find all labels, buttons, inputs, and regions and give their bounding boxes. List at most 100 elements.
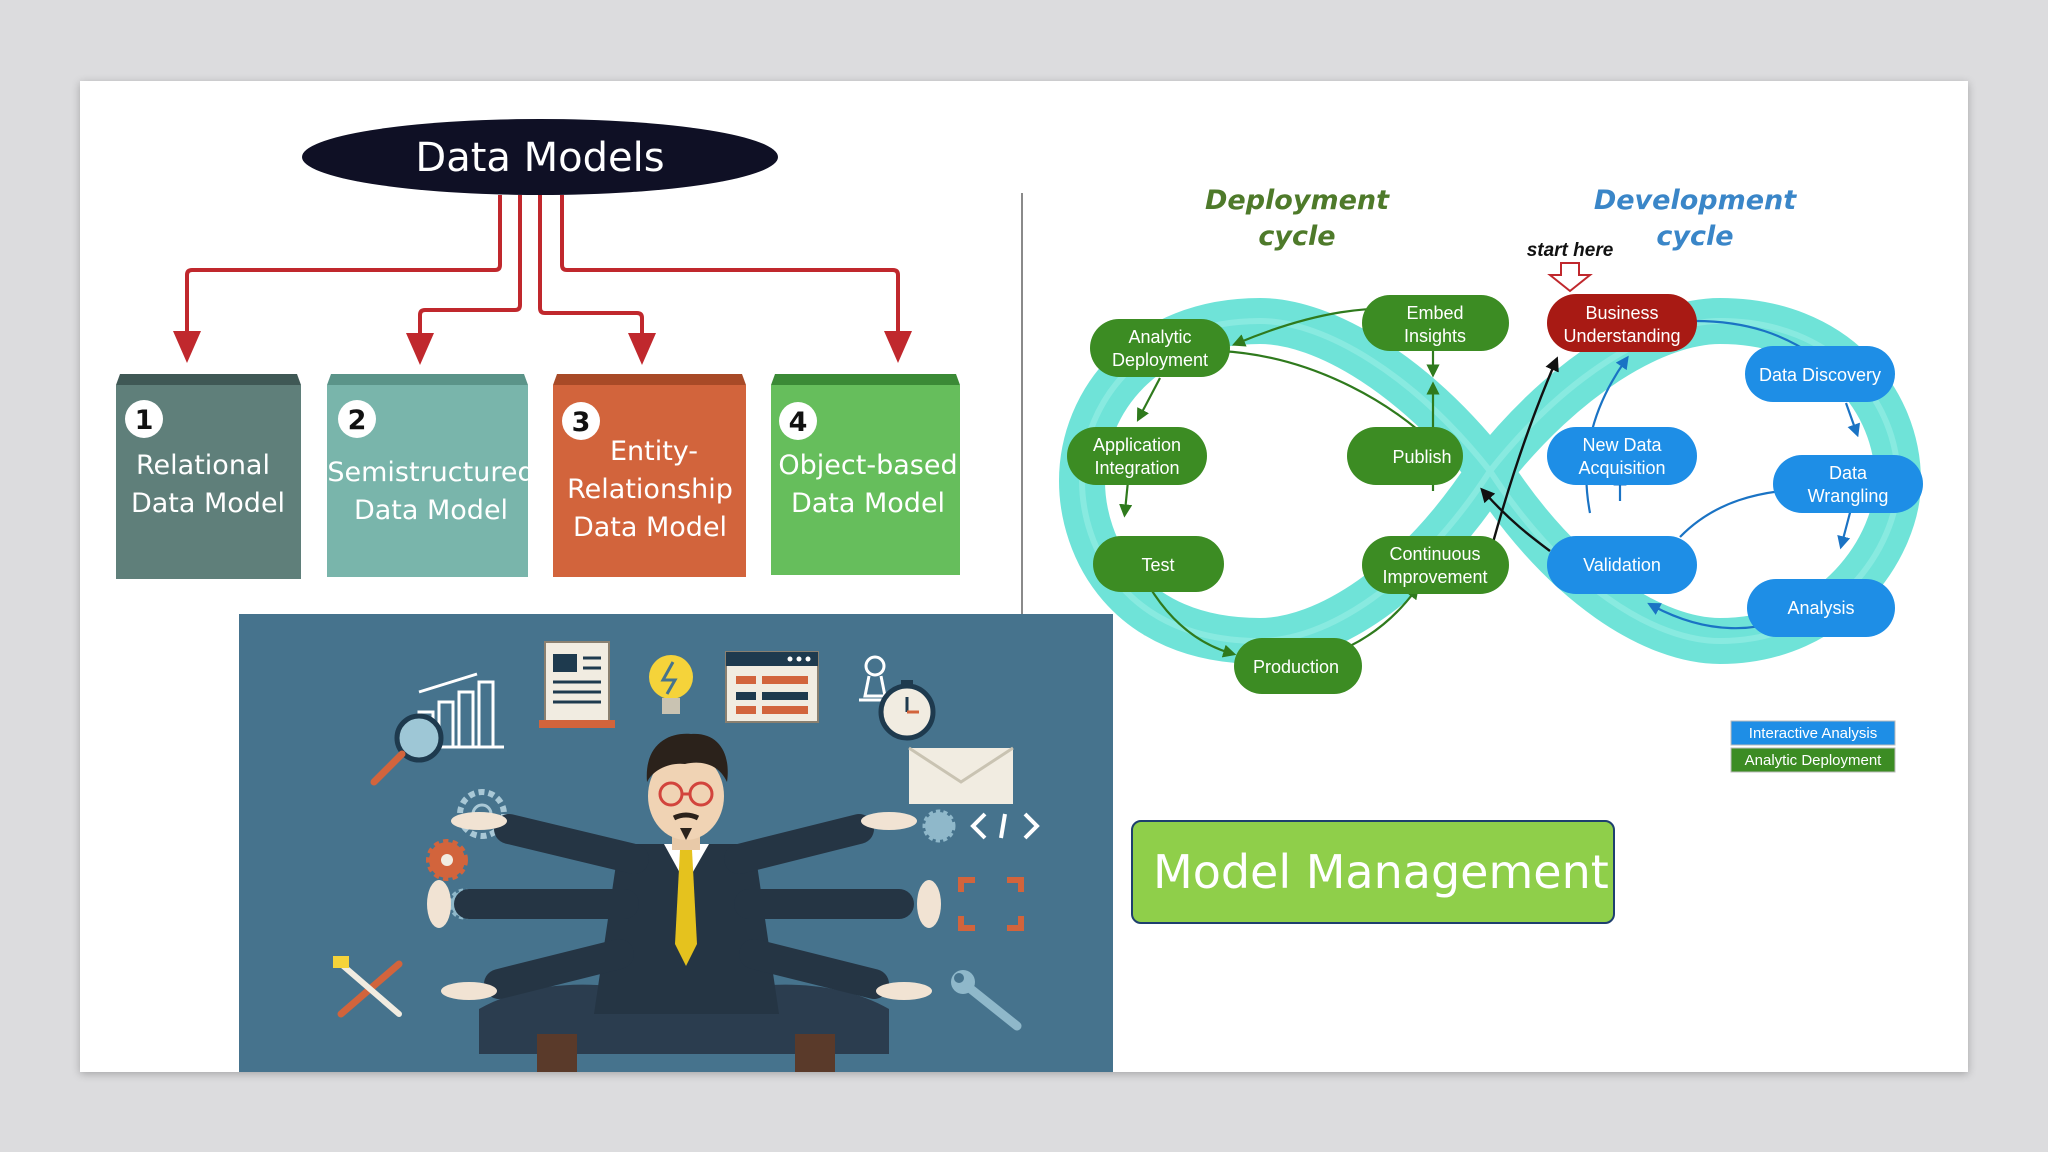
businessman-figure: [427, 733, 941, 1072]
legend-analytic-deployment: Analytic Deployment: [1745, 752, 1883, 769]
node-label: Publish: [1392, 447, 1451, 467]
node-label: New Data: [1582, 435, 1662, 455]
badge-number: 3: [572, 407, 591, 438]
gear-icon: [426, 839, 468, 881]
start-here-arrow-icon: [1547, 262, 1593, 293]
arrow-head: [628, 333, 656, 365]
node-label: Validation: [1583, 555, 1661, 575]
data-model-box-3: 3 Entity- Relationship Data Model: [553, 374, 746, 577]
node-new-data-acquisition: New Data Acquisition: [1547, 427, 1697, 485]
node-label: Wrangling: [1808, 486, 1889, 506]
newspaper-icon: [539, 641, 615, 728]
node-analysis: Analysis: [1747, 579, 1895, 637]
transition-arrows: [1480, 356, 1559, 552]
node-embed-insights: Embed Insights: [1362, 295, 1509, 351]
node-test: Test: [1093, 536, 1224, 592]
box-label: Data Model: [131, 488, 285, 519]
node-pill: [1093, 536, 1224, 592]
tools-icon: [333, 956, 403, 1018]
node-label: Acquisition: [1578, 458, 1665, 478]
node-validation: Validation: [1547, 536, 1697, 594]
badge-number: 2: [348, 405, 367, 436]
wrench-icon: [951, 970, 1022, 1031]
development-cycle-title: cycle: [1656, 221, 1733, 252]
box-label: Object-based: [778, 450, 957, 481]
node-label: Understanding: [1563, 326, 1680, 346]
hands: [427, 812, 941, 1000]
node-label: Integration: [1094, 458, 1179, 478]
node-label: Test: [1141, 555, 1174, 575]
slide: Data Models 1 Relational Data Model: [80, 81, 1968, 1072]
data-models-diagram: Data Models 1 Relational Data Model: [116, 119, 960, 579]
node-pill: [1547, 294, 1697, 352]
data-models-title: Data Models: [415, 135, 664, 181]
node-pill: [1747, 579, 1895, 637]
node-pill: [1547, 536, 1697, 594]
legend-interactive-analysis: Interactive Analysis: [1749, 725, 1877, 742]
code-icon: [970, 812, 1040, 840]
node-data-wrangling: Data Wrangling: [1773, 455, 1923, 513]
browser-window-icon: [725, 651, 819, 723]
node-pill: [1090, 319, 1230, 377]
vertical-divider: [1021, 193, 1023, 618]
node-label: Application: [1093, 435, 1181, 455]
data-models-title-ellipse: [302, 119, 778, 195]
model-management-label: Model Management: [1131, 820, 1615, 924]
number-badge: [125, 400, 163, 438]
data-model-box-4: 4 Object-based Data Model: [771, 374, 960, 575]
node-pill: [1234, 638, 1362, 694]
node-label: Production: [1253, 657, 1339, 677]
stopwatch-icon: [878, 680, 936, 741]
node-pill: [1347, 427, 1463, 485]
node-pill: [1362, 295, 1509, 351]
badge-number: 4: [789, 407, 808, 438]
node-pill: [1745, 346, 1895, 402]
box-label: Data Model: [791, 488, 945, 519]
box-label: Relational: [136, 450, 270, 481]
development-cycle-title: Development: [1594, 185, 1797, 216]
box-label: Data Model: [354, 495, 508, 526]
node-publish: Publish: [1347, 427, 1463, 485]
multitasking-person-illustration: [239, 614, 1113, 1072]
box-label: Data Model: [573, 512, 727, 543]
focus-frame-icon: [958, 877, 1024, 931]
node-label: Business: [1585, 303, 1658, 323]
node-pill: [1067, 427, 1207, 485]
node-label: Insights: [1404, 326, 1466, 346]
node-pill: [1362, 536, 1509, 594]
box-label: Semistructured: [327, 457, 534, 488]
gear-icon: [922, 809, 956, 843]
data-model-box-2: 2 Semistructured Data Model: [327, 374, 535, 577]
node-label: Data Discovery: [1759, 365, 1881, 385]
arrow-head: [884, 331, 912, 363]
node-label: Continuous: [1389, 544, 1480, 564]
start-here-label: start here: [1527, 240, 1614, 261]
deployment-flow-arrows: [1119, 307, 1440, 658]
arrow-head: [173, 331, 201, 363]
node-label: Deployment: [1112, 350, 1208, 370]
model-management-text: Model Management: [1153, 845, 1609, 899]
magnifier-icon: [370, 713, 444, 786]
node-business-understanding: Business Understanding: [1547, 294, 1697, 352]
envelope-icon: [908, 746, 1014, 804]
number-badge: [779, 402, 817, 440]
node-data-discovery: Data Discovery: [1745, 346, 1895, 402]
number-badge: [562, 402, 600, 440]
data-model-box-1: 1 Relational Data Model: [116, 374, 301, 579]
box-label: Entity-: [610, 436, 698, 467]
arrow-head: [406, 333, 434, 365]
connector-arrows: [185, 195, 900, 351]
lightbulb-icon: [649, 655, 693, 714]
box-label: Relationship: [567, 474, 733, 505]
deployment-cycle-title: Deployment: [1205, 185, 1390, 216]
deployment-development-cycle-diagram: Deployment cycle Development cycle: [1058, 185, 1923, 773]
node-production: Production: [1234, 638, 1362, 694]
node-pill: [1547, 427, 1697, 485]
badge-number: 1: [135, 405, 154, 436]
node-application-integration: Application Integration: [1067, 427, 1207, 485]
node-pill: [1773, 455, 1923, 513]
node-label: Analytic: [1128, 327, 1191, 347]
node-label: Improvement: [1382, 567, 1487, 587]
infinity-loop-inner: [1078, 317, 1902, 645]
node-continuous-improvement: Continuous Improvement: [1362, 536, 1509, 594]
